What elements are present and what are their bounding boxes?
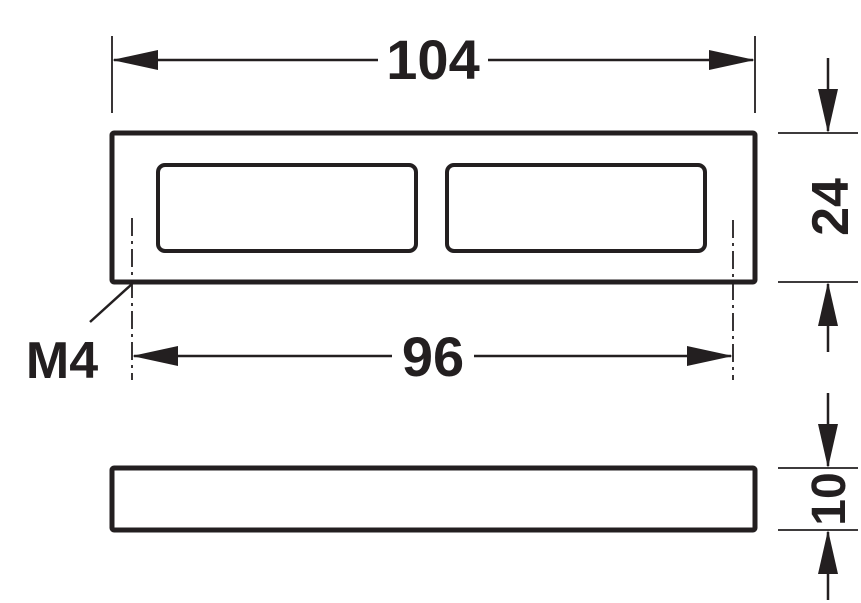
dimension-overall-length: 104 <box>111 28 756 113</box>
dimension-hole-spacing: 96 <box>132 325 733 388</box>
hole-spacing-label: 96 <box>402 325 464 388</box>
arrowhead <box>709 50 755 70</box>
dimension-thickness: 10 <box>778 393 858 600</box>
overall-length-label: 104 <box>386 28 479 91</box>
top-view <box>109 130 758 380</box>
arrowhead <box>818 530 838 574</box>
thread-label: M4 <box>26 332 98 390</box>
arrowhead <box>818 424 838 468</box>
arrowhead <box>132 346 178 366</box>
recess-right <box>445 163 707 253</box>
thickness-label: 10 <box>803 472 856 525</box>
handle-profile <box>109 465 758 533</box>
arrowhead <box>818 282 838 326</box>
side-view <box>109 465 758 533</box>
dimension-width: 24 <box>778 58 860 352</box>
arrowhead <box>687 346 733 366</box>
arrowhead <box>112 50 158 70</box>
width-label: 24 <box>802 178 860 236</box>
thread-callout: M4 <box>26 283 133 390</box>
recess-left <box>156 163 418 253</box>
handle-outline <box>109 130 758 285</box>
arrowhead <box>818 89 838 133</box>
